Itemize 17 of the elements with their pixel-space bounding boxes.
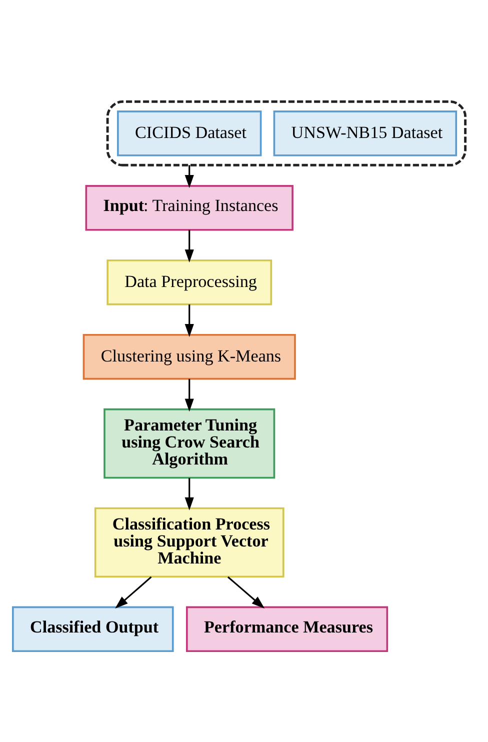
arrow bbox=[115, 576, 152, 608]
node-box: Data Preprocessing bbox=[106, 258, 272, 305]
cluster bbox=[106, 100, 467, 166]
arrow bbox=[184, 229, 194, 262]
node-box: Performance Measures bbox=[186, 606, 388, 652]
node-box: UNSW-NB15 Dataset bbox=[273, 110, 458, 156]
arrow bbox=[184, 304, 194, 336]
arrow bbox=[184, 164, 194, 188]
arrow bbox=[227, 576, 265, 608]
arrow bbox=[184, 477, 194, 510]
node-box: CICIDS Dataset bbox=[117, 110, 262, 156]
node-box: Classification Process using Support Vector Machine bbox=[94, 506, 284, 578]
node-box: Clustering using K-Means bbox=[82, 333, 296, 380]
arrow bbox=[184, 378, 194, 412]
node-box: Input: Training Instances bbox=[85, 184, 294, 230]
node-box: Classified Output bbox=[12, 606, 174, 652]
node-box: Parameter Tuning using Crow Search Algorithm bbox=[104, 408, 276, 478]
